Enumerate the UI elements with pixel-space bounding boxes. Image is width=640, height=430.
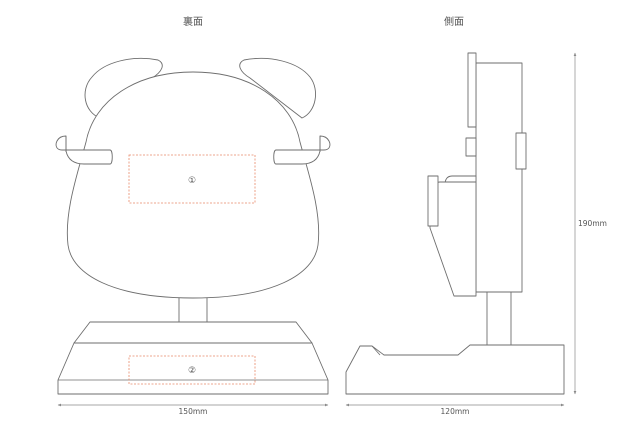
side-pole [486,291,512,347]
side-width-label: 120mm [441,407,470,416]
print-area-2-label: ② [188,366,196,376]
side-ear [467,52,477,128]
side-view-title: 側面 [444,15,464,28]
back-width-label: 150mm [179,407,208,416]
height-label: 190mm [578,219,607,228]
side-front-profile [429,181,477,297]
side-base-notch [371,345,381,356]
print-area-2 [128,355,256,385]
print-area-1 [128,154,256,204]
print-area-1-label: ① [188,176,196,186]
character-head [66,71,320,299]
back-view-title: 裏面 [183,15,203,28]
back-view: 裏面 ① ② 150mm [55,15,331,416]
base-top [73,321,313,344]
side-view: 側面 120mm 190mm [345,15,607,416]
side-small-clip [465,137,477,157]
side-right-tab [515,132,527,170]
side-main-panel [475,62,523,293]
side-base [345,344,565,395]
left-ear [84,57,163,119]
side-front-plate [427,175,439,227]
right-ear [239,57,317,119]
